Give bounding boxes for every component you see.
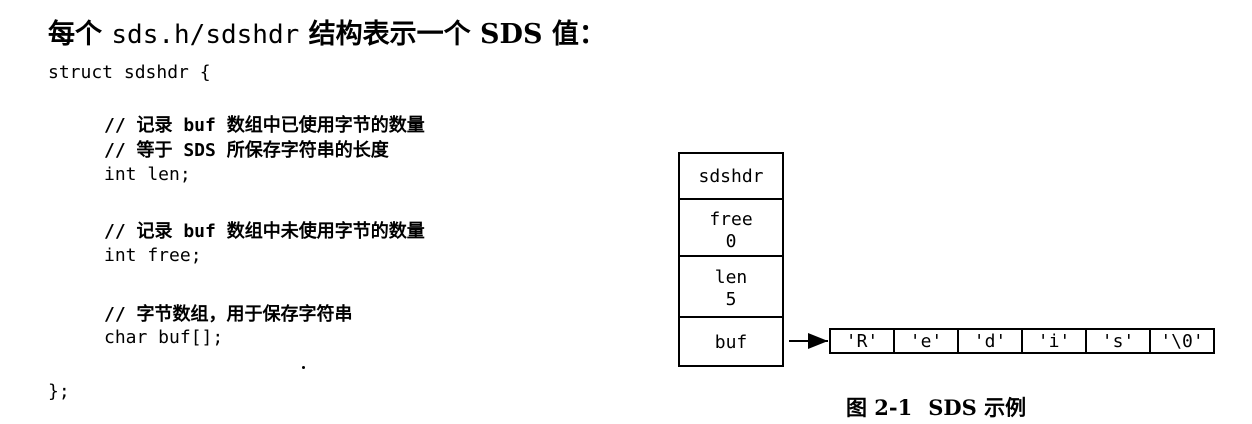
section-heading: 每个 sds.h/sdshdr 结构表示一个 SDS 值： [48,12,606,51]
buf-label: buf [715,332,748,353]
code-field-free: int free; [104,245,202,266]
heading-code: sds.h/sdshdr [111,20,300,50]
sdshdr-struct-box [678,152,784,367]
buf-cell-char: '\0' [1160,331,1203,352]
buf-array: 'R' 'e' 'd' 'i' 's' '\0' [829,328,1215,354]
code-struct-open: struct sdshdr { [48,62,211,83]
figure-number: 图 2-1 [846,395,913,420]
buf-cell-char: 's' [1102,331,1135,352]
figure-caption: 图 2-1 SDS 示例 [846,392,1026,422]
heading-suffix: 结构表示一个 SDS 值： [308,19,606,50]
buf-cell-char: 'e' [910,331,943,352]
len-label: len [715,267,748,288]
code-comment-length: // 等于 SDS 所保存字符串的长度 [104,140,389,161]
buf-cell [1149,328,1215,354]
len-value: 5 [726,289,737,310]
buf-cell-char: 'd' [974,331,1007,352]
code-field-buf: char buf[]; [104,327,224,348]
code-field-len: int len; [104,164,191,185]
heading-prefix: 每个 [48,19,102,50]
stray-dot [302,366,305,369]
struct-name-label: sdshdr [698,166,763,187]
buf-cell-char: 'R' [846,331,879,352]
free-value: 0 [726,231,737,252]
free-label: free [709,209,752,230]
code-struct-close: }; [48,381,70,402]
code-comment-unused-bytes: // 记录 buf 数组中未使用字节的数量 [104,221,425,242]
figure-title: SDS 示例 [928,395,1027,420]
code-comment-used-bytes: // 记录 buf 数组中已使用字节的数量 [104,115,425,136]
buf-cell-char: 'i' [1038,331,1071,352]
code-comment-byte-array: // 字节数组，用于保存字符串 [104,304,353,325]
